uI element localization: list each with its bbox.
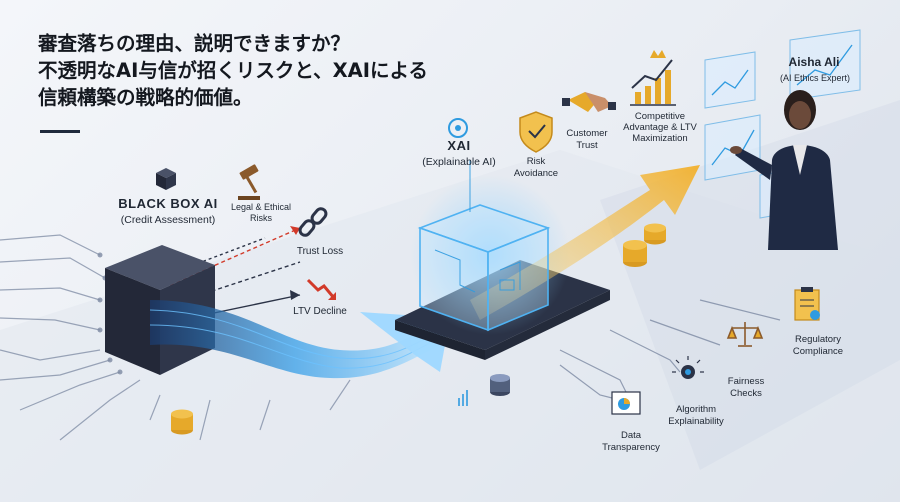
network-icon — [672, 356, 704, 379]
title-line-1: 審査落ちの理由、説明できますか？ — [38, 32, 351, 55]
xai-title: XAI — [447, 138, 471, 153]
clipboard-icon — [794, 287, 820, 321]
title-underline — [40, 130, 80, 133]
algorithm-explainability-label: Algorithm Explainability — [668, 404, 724, 427]
page-title: 審査落ちの理由、説明できますか？ 不透明なAI与信が招くリスクと、XAIによる … — [38, 30, 468, 111]
shield-icon — [519, 111, 553, 153]
legal-risks-label: Legal & Ethical Risks — [230, 202, 292, 223]
scales-icon — [726, 322, 764, 347]
handshake-icon — [562, 92, 616, 112]
gavel-icon — [238, 164, 260, 200]
title-line-3: 信頼構築の戦略的価値。 — [38, 86, 253, 109]
coin-stack — [171, 223, 666, 435]
xai-cube — [417, 204, 551, 332]
broken-link-icon — [298, 207, 328, 237]
box-icon — [156, 168, 176, 190]
growth-arrow — [470, 165, 700, 320]
xai-target-icon — [448, 118, 468, 138]
decline-icon — [306, 278, 336, 299]
regulatory-compliance-label: Regulatory Compliance — [792, 334, 844, 357]
ltv-decline-label: LTV Decline — [293, 306, 347, 317]
circuit-lines — [0, 234, 351, 441]
fairness-checks-label: Fairness Checks — [727, 376, 765, 399]
customer-trust-label: Customer Trust — [566, 128, 608, 151]
expert-avatar — [730, 90, 838, 250]
data-flow-band — [150, 300, 440, 379]
growth-chart-icon — [630, 50, 676, 106]
black-box-title: BLACK BOX AI — [118, 196, 218, 211]
expert-name: Aisha Ali — [788, 55, 840, 69]
pie-chart-icon — [611, 391, 641, 415]
black-box-subtitle: (Credit Assessment) — [120, 214, 216, 226]
data-transparency-label: Data Transparency — [602, 430, 660, 453]
competitive-advantage-label: Competitive Advantage & LTV Maximization — [623, 111, 697, 144]
title-line-2: 不透明なAI与信が招くリスクと、XAIによる — [38, 59, 428, 82]
xai-subtitle: (Explainable AI) — [422, 156, 496, 168]
risk-avoidance-label: Risk Avoidance — [513, 156, 559, 179]
trust-loss-label: Trust Loss — [296, 246, 344, 257]
expert-role: (AI Ethics Expert) — [779, 73, 851, 83]
